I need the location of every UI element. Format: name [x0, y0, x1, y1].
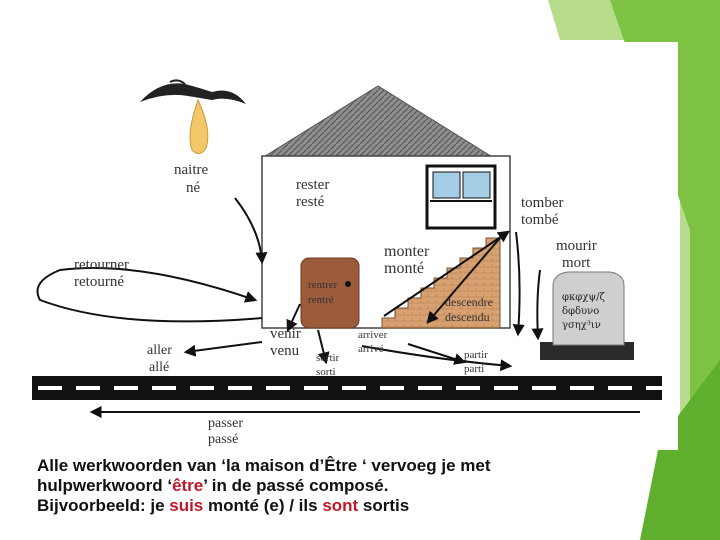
label-passer-pp: passé — [208, 432, 238, 447]
caption-sont: sont — [322, 496, 359, 515]
arrows — [36, 197, 640, 418]
road-dash — [456, 386, 480, 390]
label-aller-inf: aller — [147, 343, 172, 358]
caption-line-2-c: ’ in de passé composé. — [203, 476, 389, 495]
verb-labels: naitre né rester resté tomber tombé mont… — [74, 162, 597, 447]
label-venir-pp: venu — [270, 343, 300, 359]
road-dash — [152, 386, 176, 390]
stork-icon — [140, 79, 246, 104]
label-sortir-inf: sortir — [316, 352, 340, 364]
caption-etre: être — [172, 476, 204, 495]
arrow-mourir — [531, 269, 544, 341]
label-arriver-inf: arriver — [358, 329, 388, 341]
house — [260, 85, 511, 329]
road-dash — [418, 386, 442, 390]
label-mourir-pp: mort — [562, 255, 591, 271]
caption-line-1: Alle werkwoorden van ‘la maison d’Être ‘… — [37, 456, 491, 475]
road-dash — [266, 386, 290, 390]
caption-line-3-c: monté (e) / ils — [203, 496, 323, 515]
label-rester-pp: resté — [296, 194, 325, 210]
house-door — [300, 257, 360, 329]
road-dash — [646, 386, 670, 390]
label-venir-inf: venir — [270, 326, 301, 342]
label-descendre-inf: descendre — [445, 295, 493, 309]
arrow-retourner — [36, 267, 263, 323]
arrow-arriver — [407, 343, 467, 365]
label-naitre-inf: naitre — [174, 162, 208, 178]
road-dash — [608, 386, 632, 390]
label-sortir-pp: sorti — [316, 366, 336, 378]
arrow-sortir — [317, 329, 330, 365]
label-rentrer-pp: rentré — [308, 294, 334, 306]
road-dash — [114, 386, 138, 390]
baby-bundle-icon — [189, 98, 209, 154]
label-monter-inf: monter — [384, 243, 430, 260]
tomb-line: δφδυνο — [562, 306, 599, 317]
staircase — [381, 237, 501, 329]
tombstone: φκφχψ/ζ δφδυνο γσηχ³ιν — [540, 271, 634, 360]
road-dash — [494, 386, 518, 390]
arrow-aller — [183, 341, 263, 357]
label-partir-pp: parti — [464, 363, 484, 375]
label-tomber-inf: tomber — [521, 195, 564, 211]
caption-line-3-a: Bijvoorbeeld: je — [37, 496, 170, 515]
tomb-line: γσηχ³ιν — [562, 320, 601, 331]
road-dash — [228, 386, 252, 390]
tomb-inscription: φκφχψ/ζ δφδυνο γσηχ³ιν — [562, 292, 606, 331]
road — [32, 376, 670, 400]
caption-line-2: hulpwerkwoord ‘être’ in de passé composé… — [37, 476, 637, 496]
label-aller-pp: allé — [149, 360, 169, 375]
road-dash — [304, 386, 328, 390]
label-rester-inf: rester — [296, 177, 329, 193]
caption: Alle werkwoorden van ‘la maison d’Être ‘… — [37, 456, 637, 516]
road-dash — [190, 386, 214, 390]
road-dash — [532, 386, 556, 390]
label-retourner-pp: retourné — [74, 274, 124, 290]
label-naitre-pp: né — [186, 180, 201, 196]
road-dash — [380, 386, 404, 390]
arrow-tomber — [512, 231, 525, 337]
label-descendre-pp: descendu — [445, 310, 490, 324]
house-window — [425, 164, 497, 230]
arrow-venir — [361, 345, 513, 372]
caption-suis: suis — [169, 496, 204, 515]
label-retourner-inf: retourner — [74, 257, 129, 273]
caption-line-2-a: hulpwerkwoord ‘ — [37, 476, 173, 495]
road-dash — [342, 386, 366, 390]
arrow-monter — [383, 230, 510, 317]
caption-line-3-e: sortis — [358, 496, 410, 515]
arrow-naitre — [234, 197, 268, 265]
label-partir-inf: partir — [464, 349, 488, 361]
label-arriver-pp: arrivé — [358, 343, 384, 355]
road-dash — [76, 386, 100, 390]
road-dash — [38, 386, 62, 390]
label-passer-inf: passer — [208, 416, 243, 431]
label-rentrer-inf: rentrer — [308, 279, 338, 291]
label-monter-pp: monté — [384, 260, 424, 277]
caption-line-3: Bijvoorbeeld: je suis monté (e) / ils so… — [37, 496, 637, 516]
green-band-bottom — [640, 360, 720, 540]
arrow-descendre — [426, 237, 501, 324]
arrow-rentrer — [286, 303, 301, 333]
door-knob — [345, 281, 351, 287]
tomb-line: φκφχψ/ζ — [562, 292, 606, 303]
road-dash — [570, 386, 594, 390]
label-mourir-inf: mourir — [556, 238, 597, 254]
label-tomber-pp: tombé — [521, 212, 559, 228]
house-roof — [260, 85, 496, 159]
